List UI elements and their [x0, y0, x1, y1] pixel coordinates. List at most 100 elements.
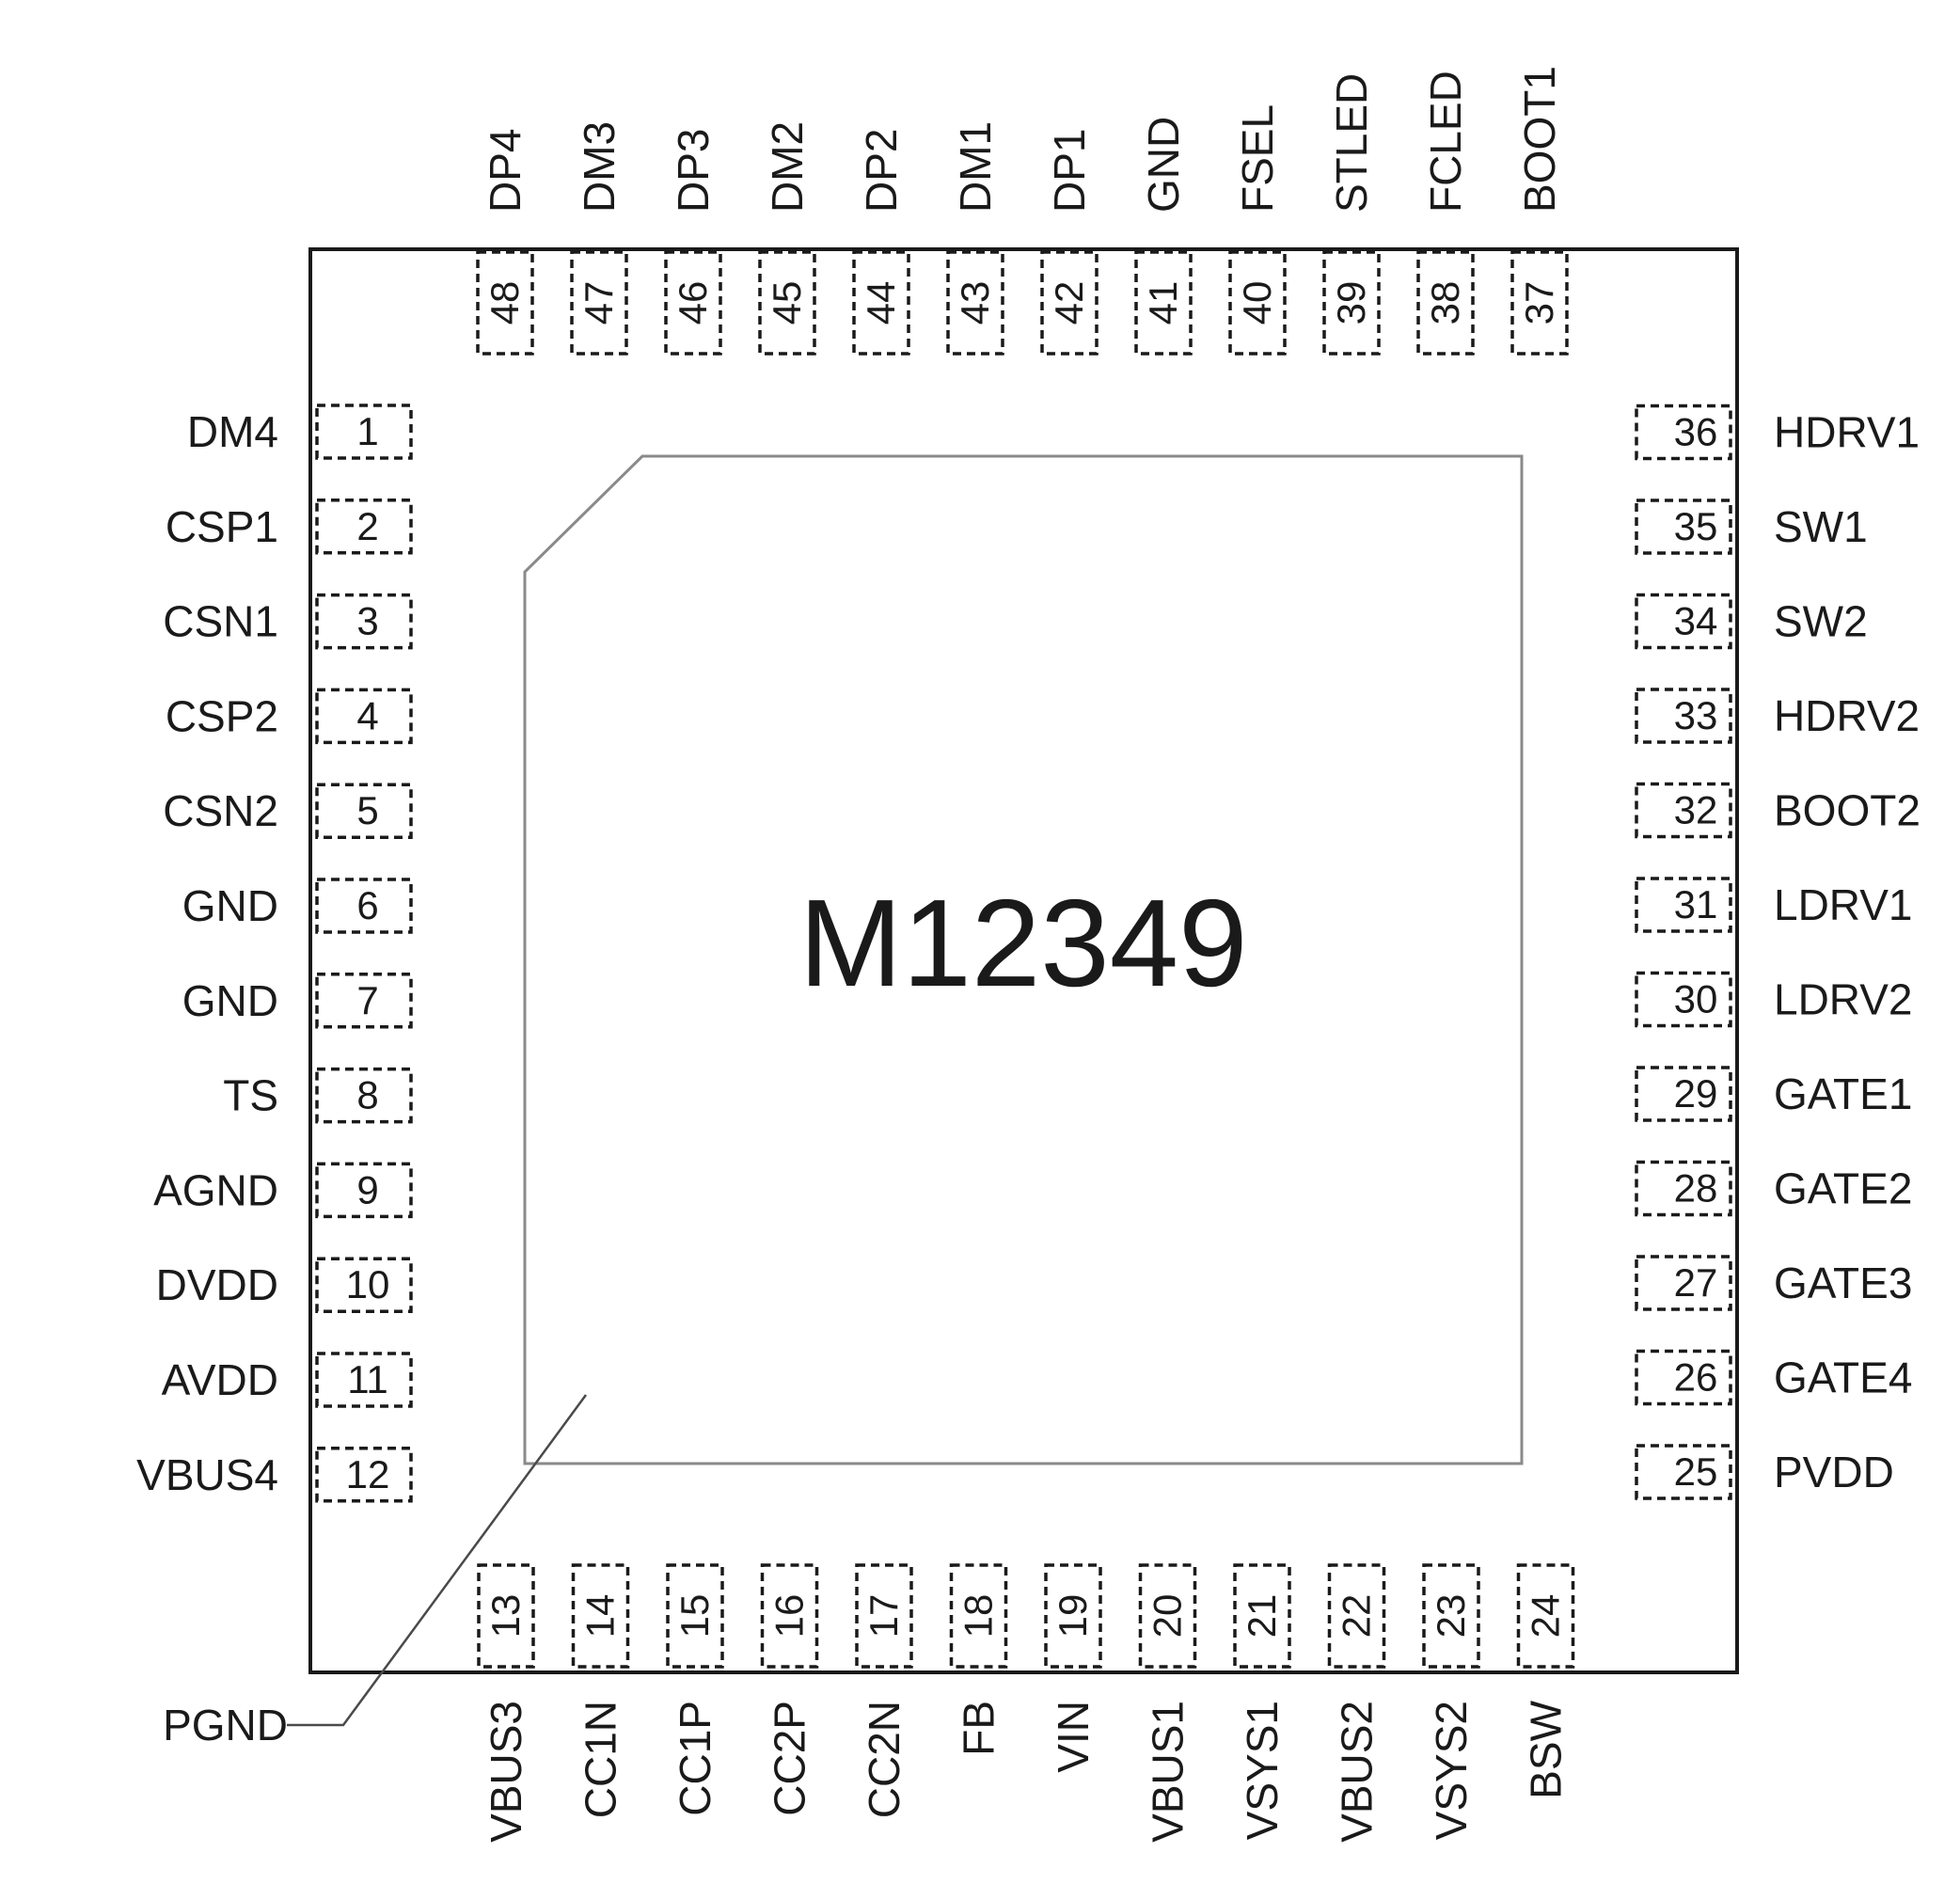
pin-number: 11 [347, 1357, 388, 1401]
pin-number: 3 [356, 599, 378, 643]
pin-pad [1635, 1066, 1732, 1122]
pin-number: 26 [1674, 1355, 1718, 1400]
pin-pad [1510, 250, 1569, 356]
pin-pad [852, 250, 910, 356]
pin-number: 34 [1674, 599, 1718, 643]
pin-number: 28 [1674, 1166, 1718, 1211]
pin-name-label: HDRV1 [1774, 408, 1920, 457]
pin-name-label: VSYS2 [1427, 1701, 1476, 1840]
pin-number: 21 [1240, 1594, 1284, 1639]
pin-name-label: VIN [1049, 1701, 1098, 1773]
pin-number: 17 [861, 1594, 906, 1639]
pin-name-label: SW2 [1774, 597, 1868, 646]
pin-pad [666, 1563, 724, 1669]
pin-name-label: CSP1 [166, 502, 278, 551]
pin-name-label: TS [223, 1071, 278, 1120]
pin-number: 1 [356, 409, 378, 453]
pin-pad [1138, 1563, 1197, 1669]
pin-number: 13 [483, 1594, 528, 1639]
pin-name-label: CSP2 [166, 691, 278, 740]
pin-name-label: VBUS3 [482, 1701, 530, 1843]
exposed-pad-outline [523, 454, 1524, 1465]
pin-name-label: CC2N [860, 1701, 909, 1818]
pin-number: 38 [1423, 281, 1467, 325]
pin-name-label: DP2 [857, 129, 906, 213]
pin-pad [1134, 250, 1193, 356]
pin-number: 7 [356, 978, 378, 1022]
pin-pad [315, 1162, 413, 1219]
pin-pad [1635, 971, 1732, 1028]
pin-number: 44 [859, 281, 903, 325]
pin-number: 43 [953, 281, 997, 325]
pin-name-label: CC1P [671, 1701, 719, 1816]
package-outline [308, 247, 1739, 1674]
pin-number: 19 [1051, 1594, 1095, 1639]
pin-name-label: GND [1139, 117, 1188, 213]
pin-number: 9 [356, 1167, 378, 1211]
pin-pad [1635, 593, 1732, 650]
pin-number: 29 [1674, 1071, 1718, 1116]
pin-name-label: DP1 [1045, 129, 1094, 213]
pins-top-group: 37BOOT138FCLED39STLED40FSEL41GND42DP143D… [476, 66, 1569, 356]
pin-name-label: BSW [1522, 1700, 1571, 1798]
pin-pad [1635, 1444, 1732, 1500]
pin-number: 37 [1517, 281, 1561, 325]
pin-number: 31 [1674, 882, 1718, 926]
pin-name-label: BOOT1 [1515, 66, 1564, 213]
pin-name-label: VBUS1 [1144, 1701, 1193, 1843]
pin-pad [315, 593, 413, 650]
pin-number: 14 [578, 1594, 623, 1639]
pin-number: 6 [356, 883, 378, 927]
pin-pad [315, 404, 413, 460]
pin-number: 2 [356, 504, 378, 548]
pin-number: 35 [1674, 504, 1718, 548]
pin-name-label: VBUS2 [1333, 1701, 1382, 1843]
pin-name-label: LDRV2 [1774, 975, 1912, 1024]
pin-number: 27 [1674, 1260, 1718, 1305]
pin-name-label: DM1 [951, 121, 1000, 213]
pin-number: 48 [482, 281, 527, 325]
pins-left-group: 1DM42CSP13CSN14CSP25CSN26GND7GND8TS9AGND… [136, 404, 413, 1503]
pin-pad [760, 1563, 819, 1669]
pin-number: 30 [1674, 977, 1718, 1021]
pin-pad [315, 1447, 413, 1503]
pin-name-label: CC2P [766, 1701, 814, 1816]
pgnd-label: PGND [163, 1701, 288, 1749]
pin-pad [1040, 250, 1099, 356]
pin-pad [855, 1563, 913, 1669]
pin-pad [1233, 1563, 1291, 1669]
pin-number: 4 [356, 693, 378, 737]
pin-name-label: SW1 [1774, 502, 1868, 551]
pin-pad [315, 783, 413, 839]
pin-name-label: PVDD [1774, 1448, 1894, 1496]
pin-number: 8 [356, 1073, 378, 1117]
pin-name-label: GND [182, 976, 278, 1025]
pin-number: 18 [956, 1594, 1001, 1639]
pin-number: 40 [1235, 281, 1279, 325]
pin-name-label: DP4 [481, 129, 530, 213]
pin-name-label: FB [955, 1701, 1004, 1756]
pin-name-label: VBUS4 [136, 1450, 278, 1499]
pin-number: 12 [346, 1452, 390, 1496]
pin-pad [1635, 1349, 1732, 1406]
pin-number: 45 [765, 281, 809, 325]
pin-number: 25 [1674, 1449, 1718, 1494]
pin-pad [758, 250, 816, 356]
pin-pad [1635, 499, 1732, 555]
pin-pad [1327, 1563, 1386, 1669]
pin-name-label: STLED [1327, 73, 1376, 213]
pin-pad [1422, 1563, 1480, 1669]
pin-name-label: LDRV1 [1774, 880, 1912, 929]
pin-number: 33 [1674, 693, 1718, 737]
pin-number: 39 [1329, 281, 1373, 325]
pin-name-label: AGND [153, 1165, 278, 1214]
pin-name-label: CC1N [577, 1701, 625, 1818]
pin-name-label: BOOT2 [1774, 786, 1920, 835]
pin-number: 32 [1674, 788, 1718, 832]
pin-number: 24 [1524, 1594, 1568, 1639]
pin-pad [315, 1067, 413, 1124]
pin-number: 20 [1146, 1594, 1190, 1639]
pin-pad [570, 250, 628, 356]
pin-pad [315, 973, 413, 1029]
